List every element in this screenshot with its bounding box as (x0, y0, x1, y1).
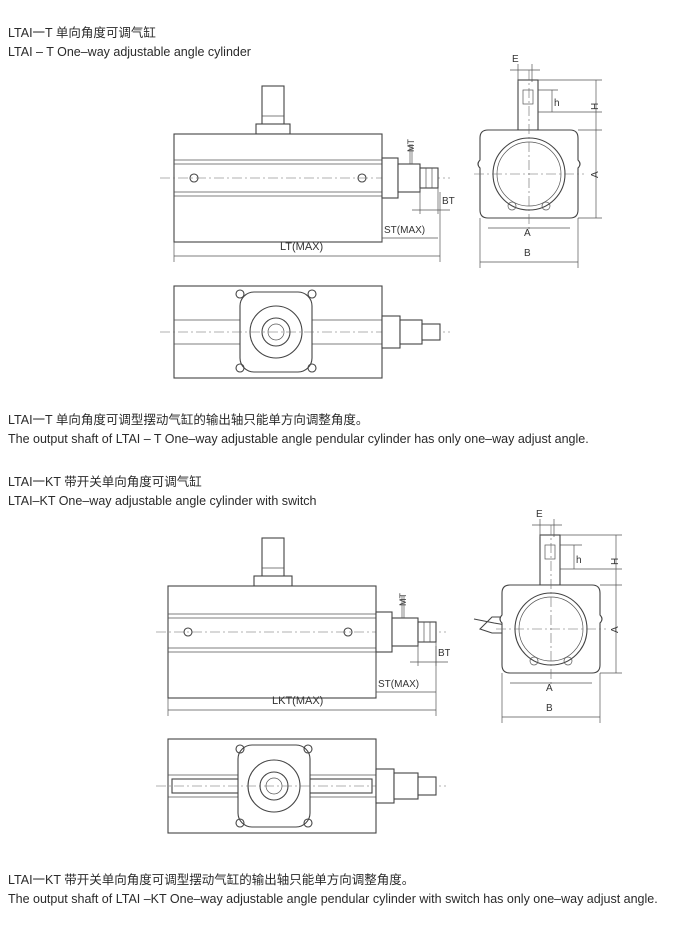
t-dim-b: B (524, 248, 531, 259)
kt-dim-lkt: LKT(MAX) (272, 695, 323, 707)
t-top-view (160, 285, 450, 379)
t-side-shaft (517, 79, 539, 131)
t-dim-st: ST(MAX) (384, 225, 425, 236)
kt-dim-h-small: h (576, 555, 582, 566)
kt-front-body (167, 585, 377, 699)
t-dim-h-big: H (590, 103, 601, 110)
t-dim-lt: LT(MAX) (280, 241, 323, 253)
kt-dim-b: B (546, 703, 553, 714)
kt-side-view: E h H A A B (473, 509, 622, 723)
t-dim-bt: BT (442, 196, 455, 207)
section-t-title-en: LTAI – T One–way adjustable angle cylind… (8, 45, 251, 59)
t-dim-e: E (512, 54, 519, 65)
section-t-note-en: The output shaft of LTAI – T One–way adj… (8, 432, 589, 446)
t-dim-a-bottom: A (524, 228, 531, 239)
kt-dim-mt: MT (398, 593, 408, 606)
t-side-view: E h H A A B (474, 54, 602, 268)
section-kt-note-en: The output shaft of LTAI –KT One–way adj… (8, 892, 658, 906)
t-dim-h-small: h (554, 98, 560, 109)
kt-dim-a-side: A (610, 626, 621, 633)
kt-dim-bt: BT (438, 648, 450, 659)
kt-dim-e: E (536, 509, 543, 520)
kt-dim-st: ST(MAX) (378, 679, 419, 690)
kt-side-shaft (539, 534, 561, 586)
t-dim-mt: MT (406, 139, 416, 152)
section-t-title-cn: LTAI一T 单向角度可调气缸 (8, 26, 156, 40)
section-t-note-cn: LTAI一T 单向角度可调型摆动气缸的输出轴只能单方向调整角度。 (8, 413, 369, 427)
kt-dim-a-bottom: A (546, 683, 553, 694)
kt-top-view (156, 738, 446, 834)
kt-front-view: MT BT ST(MAX) LKT(MAX) (156, 537, 450, 716)
kt-dim-h-big: H (610, 558, 621, 565)
t-dim-a-side: A (590, 171, 601, 178)
section-kt-title-en: LTAI–KT One–way adjustable angle cylinde… (8, 494, 317, 508)
t-front-view: MT BT ST(MAX) LT(MAX) (160, 85, 455, 262)
section-kt-title-cn: LTAI一KT 带开关单向角度可调气缸 (8, 475, 202, 489)
section-kt-note-cn: LTAI一KT 带开关单向角度可调型摆动气缸的输出轴只能单方向调整角度。 (8, 873, 415, 887)
t-front-body (173, 133, 383, 243)
